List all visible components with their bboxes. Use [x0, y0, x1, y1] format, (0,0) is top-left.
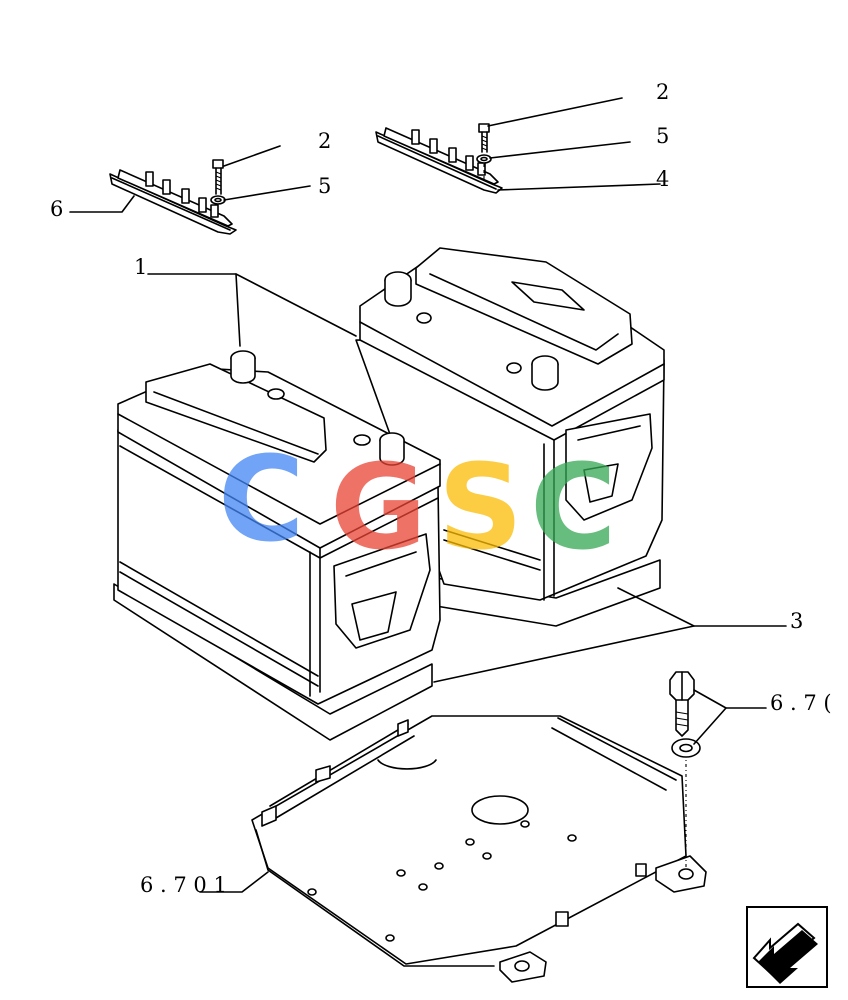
nav-back-button[interactable] — [746, 906, 828, 988]
watermark-letter-s: S — [438, 438, 523, 576]
callout-2-left: 2 — [318, 129, 331, 153]
leader-lines — [69, 97, 787, 893]
callout-5-left: 5 — [318, 174, 331, 198]
callout-3: 3 — [790, 609, 803, 633]
callout-1: 1 — [134, 255, 147, 279]
callout-4: 4 — [656, 167, 669, 191]
mounting-tray — [251, 715, 707, 983]
callout-6: 6 — [50, 197, 63, 221]
arrow-back-icon — [752, 922, 818, 984]
watermark-letter-g: G — [330, 438, 427, 576]
watermark-letter-c2: C — [530, 438, 617, 576]
battery-front — [113, 350, 441, 741]
callout-5-right: 5 — [656, 124, 669, 148]
callout-ref-bolt: 6 . 7 ( — [770, 691, 832, 715]
watermark-letter-c1: C — [218, 430, 305, 568]
bolt-right — [476, 123, 492, 182]
clamp-bar-left — [109, 169, 237, 235]
bolt-left — [210, 159, 226, 205]
callout-2-right: 2 — [656, 80, 669, 104]
hex-bolt — [669, 671, 701, 758]
cgsc-watermark: C G S C — [218, 430, 617, 576]
clamp-bar-right — [375, 127, 503, 194]
callout-ref-tray: 6 . 7 0 1 — [140, 873, 227, 897]
